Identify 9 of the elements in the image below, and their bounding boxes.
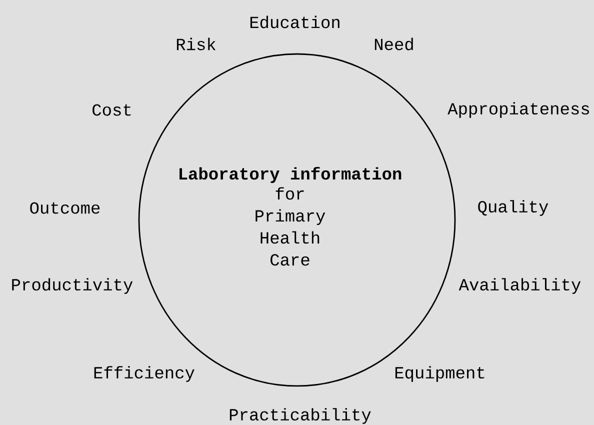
label: Efficiency xyxy=(94,366,194,382)
body-text: for Primary Health Care xyxy=(256,187,326,266)
label: Appropiateness xyxy=(448,102,589,118)
label: Quality xyxy=(478,200,548,216)
heading: Laboratory information xyxy=(180,166,402,184)
label: Education xyxy=(250,16,340,28)
label: Outcome xyxy=(30,202,100,214)
label: Equipment xyxy=(395,366,484,382)
label: Practicability xyxy=(230,408,371,424)
